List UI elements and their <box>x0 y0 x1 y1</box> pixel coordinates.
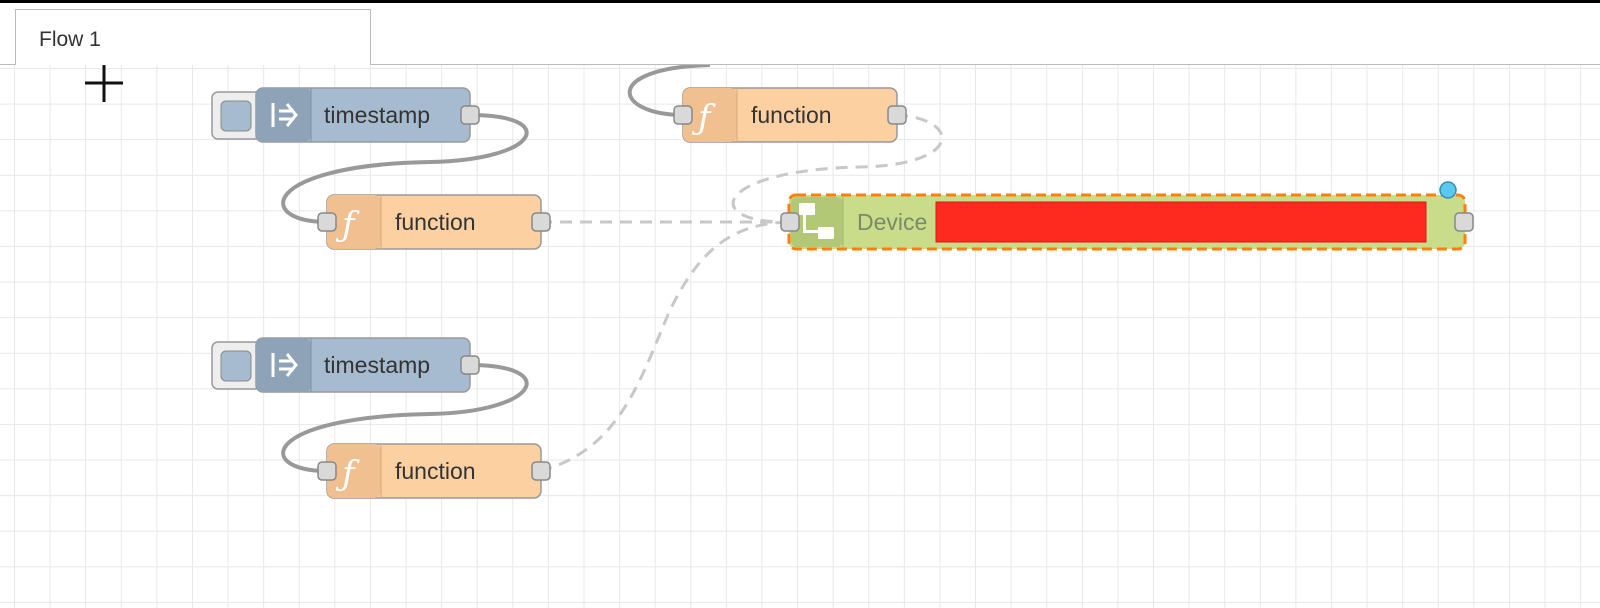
wires <box>281 65 944 473</box>
arrow-in-icon <box>271 353 298 377</box>
function-node-2[interactable]: ƒ function <box>317 443 551 499</box>
wire-function3-device[interactable] <box>731 113 944 224</box>
tab-label: Flow 1 <box>39 28 101 51</box>
workspace-tab-bar: Flow 1 <box>0 3 1600 66</box>
wire-offscreen-function3[interactable] <box>627 65 711 117</box>
node-label: function <box>751 102 832 128</box>
inject-node-1[interactable]: timestamp <box>211 87 480 143</box>
tab-flow-1[interactable]: Flow 1 <box>15 9 371 66</box>
output-port[interactable] <box>531 212 551 232</box>
input-port[interactable] <box>780 212 800 232</box>
function-node-3[interactable]: ƒ function <box>673 87 907 143</box>
crosshair-icon <box>85 65 123 102</box>
input-port[interactable] <box>673 105 693 125</box>
node-label: Device <box>857 209 927 235</box>
output-port[interactable] <box>460 105 480 125</box>
flow-workspace[interactable]: timestamp ƒ function ti <box>0 65 1600 608</box>
device-node[interactable]: Device <box>780 181 1474 251</box>
wire-function2-device[interactable] <box>539 220 787 473</box>
network-device-icon <box>799 203 834 239</box>
wire-inject2-function2[interactable] <box>281 363 529 473</box>
function-icon-area <box>327 195 381 249</box>
wire-inject1-function1[interactable] <box>281 113 529 224</box>
function-icon-area <box>683 88 737 142</box>
status-dot <box>1439 181 1457 199</box>
inject-icon-area <box>256 338 311 392</box>
inject-button-face <box>220 100 252 132</box>
node-label: function <box>395 458 476 484</box>
arrow-in-icon <box>271 103 298 127</box>
output-port[interactable] <box>460 355 480 375</box>
inject-button-face <box>220 350 252 382</box>
function-icon-area <box>327 444 381 498</box>
inject-icon-area <box>256 88 311 142</box>
node-label: timestamp <box>324 352 430 378</box>
output-port[interactable] <box>1454 212 1474 232</box>
input-port[interactable] <box>317 461 337 481</box>
flow-canvas[interactable]: timestamp ƒ function ti <box>0 65 1600 608</box>
output-port[interactable] <box>887 105 907 125</box>
node-label: function <box>395 209 476 235</box>
window-top-border <box>0 0 1600 3</box>
redacted-label-block <box>935 201 1427 243</box>
output-port[interactable] <box>531 461 551 481</box>
function-node-1[interactable]: ƒ function <box>317 194 551 250</box>
input-port[interactable] <box>317 212 337 232</box>
node-label: timestamp <box>324 102 430 128</box>
inject-node-2[interactable]: timestamp <box>211 337 480 393</box>
